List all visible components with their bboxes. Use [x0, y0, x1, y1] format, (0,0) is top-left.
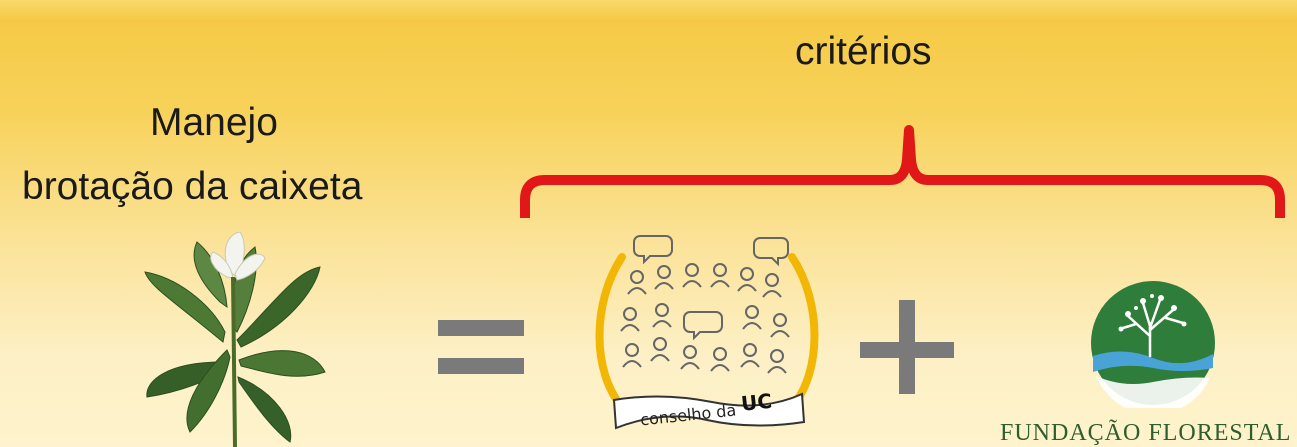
plant-icon: [144, 232, 326, 447]
top-band: [0, 0, 1297, 22]
foundation-logo-icon: [1091, 281, 1215, 408]
council-icon: conselho da UC: [595, 235, 819, 429]
foundation-name: FUNDAÇÃO FLORESTAL: [1000, 420, 1292, 446]
council-banner-emphasis: UC: [740, 389, 773, 416]
equals-symbol: [438, 320, 524, 374]
title-line-2: brotação da caixeta: [22, 165, 363, 208]
title-line-1: Manejo: [150, 101, 278, 144]
criteria-label: critérios: [795, 30, 932, 73]
plus-symbol: [860, 300, 954, 394]
